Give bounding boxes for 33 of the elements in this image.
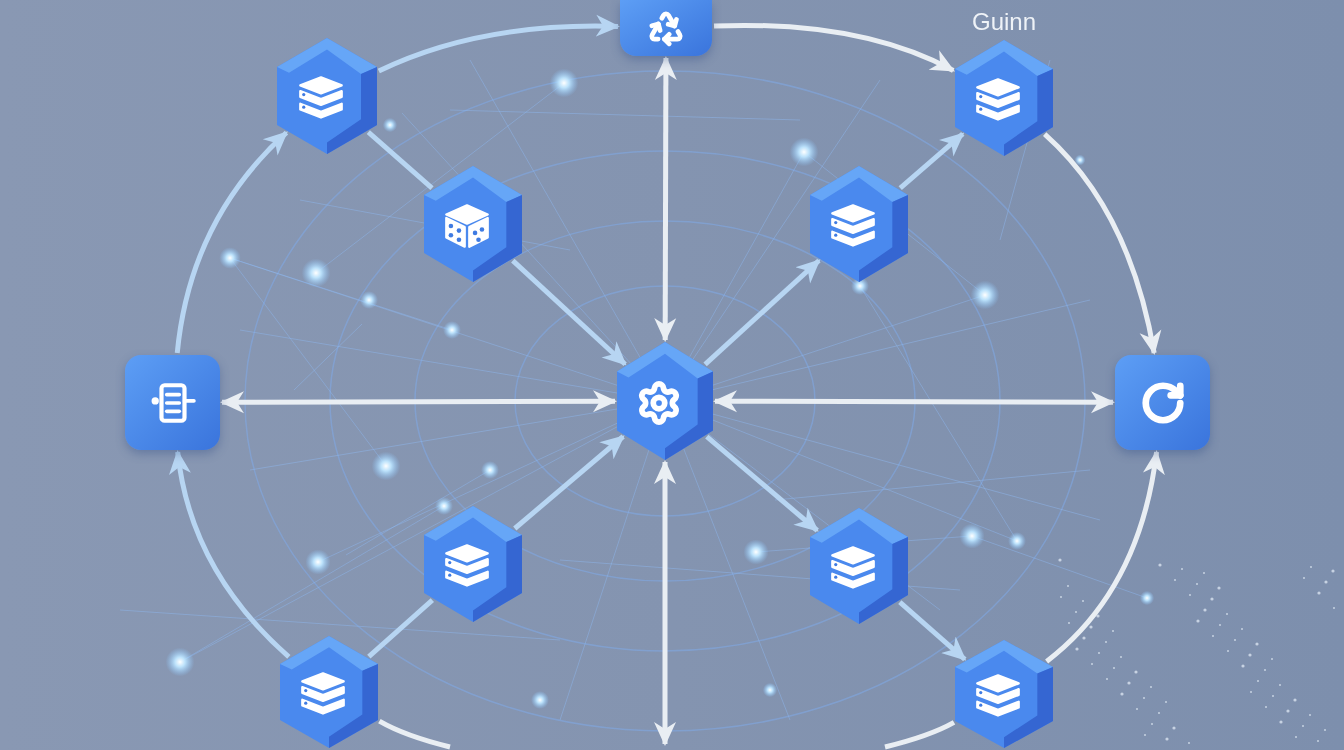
hexagon-node	[277, 38, 377, 154]
hexagon-node	[955, 40, 1053, 156]
rounded-square-node	[1115, 355, 1210, 450]
curved-connector-line	[884, 720, 956, 750]
arrow	[513, 434, 625, 531]
node-caption: Guinn	[972, 10, 1036, 34]
rounded-square-node	[125, 355, 220, 450]
hexagon-node	[955, 640, 1053, 748]
curved-arrow	[1042, 132, 1161, 355]
hexagon-node	[810, 166, 908, 282]
arrow	[220, 390, 617, 414]
curved-arrow	[174, 130, 289, 354]
arrow	[705, 434, 819, 533]
arrow	[654, 460, 676, 746]
curved-arrow	[169, 450, 291, 659]
rounded-square-node	[620, 0, 712, 56]
curved-arrow	[713, 22, 956, 73]
connector-line	[366, 130, 434, 190]
hexagon-node	[424, 506, 522, 622]
curved-arrow	[1045, 450, 1165, 664]
hexagon-node	[617, 342, 713, 460]
arrow	[703, 258, 821, 367]
hexagon-node	[280, 636, 378, 748]
arrow	[511, 258, 627, 367]
arrow	[898, 600, 967, 662]
connector-line	[367, 598, 434, 659]
curved-arrow	[377, 15, 620, 74]
hexagon-node	[424, 166, 522, 282]
hexagon-node	[810, 508, 908, 624]
curved-connector-line	[378, 719, 451, 750]
arrow	[898, 131, 965, 191]
arrow	[654, 56, 677, 343]
arrow	[713, 390, 1115, 414]
